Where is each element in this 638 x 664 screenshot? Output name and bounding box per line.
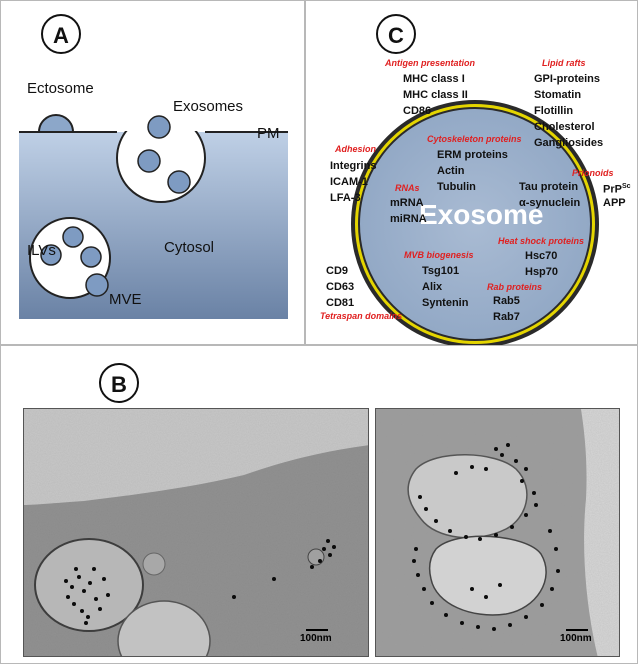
antigen-presentation-title: Antigen presentation — [385, 58, 476, 68]
ectosome-vesicle — [37, 114, 75, 133]
exosome-vesicle — [167, 170, 191, 194]
gold-particles-right — [412, 443, 560, 631]
antigen-item: MHC class I — [403, 73, 465, 85]
mvb-biogenesis-title: MVB biogenesis — [404, 250, 474, 260]
ilv-vesicle — [62, 226, 84, 248]
vesicle-em — [117, 600, 211, 656]
prionoids-item: α-synuclein — [519, 197, 581, 209]
exosome-vesicle — [147, 115, 171, 139]
panel-c-label: C — [376, 14, 416, 54]
scale-label-left: 100nm — [300, 633, 332, 644]
cytoskeleton-item: Actin — [437, 165, 465, 177]
mve-label: MVE — [109, 291, 142, 308]
antigen-item: MHC class II — [403, 89, 468, 101]
lysosome-like-vesicle-em — [407, 454, 528, 539]
lipid-item: Gangliosides — [534, 137, 604, 149]
em-micrograph-left: 100nm — [23, 408, 369, 657]
mve-vesicle-em — [34, 538, 144, 632]
scale-bar-right — [566, 629, 588, 631]
mvb-item: Alix — [422, 281, 443, 293]
multilamellar-vesicle-em — [428, 535, 547, 616]
app-label: APP — [603, 197, 626, 209]
rab-item: Rab5 — [493, 295, 520, 307]
exosomes-label: Exosomes — [173, 98, 244, 115]
panel-b-label: B — [99, 363, 139, 403]
antigen-item: CD86 — [403, 105, 432, 117]
ectosome-label: Ectosome — [27, 80, 94, 97]
adhesion-item: ICAM-1 — [330, 176, 368, 188]
pm-label: PM — [257, 125, 280, 142]
gold-particles-left — [64, 539, 336, 625]
tetraspan-item: CD81 — [326, 297, 355, 309]
cytosol-label: Cytosol — [164, 239, 215, 256]
cytoskeleton-title: Cytoskeleton proteins — [427, 134, 522, 144]
cell-diagram — [19, 111, 288, 319]
mvb-item: Tsg101 — [422, 265, 460, 277]
rnas-item: miRNA — [390, 213, 427, 225]
heat-shock-item: Hsp70 — [525, 266, 559, 278]
vesicle-em — [307, 548, 325, 566]
scale-label-right: 100nm — [560, 633, 592, 644]
lipid-rafts-title: Lipid rafts — [542, 58, 586, 68]
tetraspan-item: CD9 — [326, 265, 349, 277]
prp-base: PrP — [603, 183, 622, 196]
heat-shock-item: Hsc70 — [525, 250, 558, 262]
vesicle-em — [142, 552, 166, 576]
prp-label: PrPSc — [603, 179, 631, 198]
ilv-vesicle — [80, 246, 102, 268]
ilvs-label: ILVs — [27, 242, 56, 259]
prionoids-item: Tau protein — [519, 181, 579, 193]
panel-a-label: A — [41, 14, 81, 54]
rnas-title: RNAs — [395, 183, 420, 193]
tetraspan-item: CD63 — [326, 281, 355, 293]
adhesion-item: LFA-3 — [330, 192, 361, 204]
lipid-item: Flotillin — [534, 105, 574, 117]
rab-proteins-title: Rab proteins — [487, 282, 543, 292]
cytoskeleton-item: ERM proteins — [437, 149, 508, 161]
exosome-vesicle — [137, 149, 161, 173]
exosome-diagram — [351, 100, 599, 346]
prionoids-title: Prionoids — [572, 168, 614, 178]
ilv-vesicle — [85, 273, 109, 297]
panel-a: A Ectosome Exosomes PM ILVs Cytosol MVE — [0, 0, 305, 345]
lipid-item: Cholesterol — [534, 121, 595, 133]
adhesion-item: Integrins — [330, 160, 377, 172]
mvb-item: Syntenin — [422, 297, 469, 309]
cytoskeleton-item: Tubulin — [437, 181, 476, 193]
heat-shock-title: Heat shock proteins — [498, 236, 585, 246]
panel-c: C Exosome Antigen presentation MHC class… — [305, 0, 638, 346]
exosome-center-label: Exosome — [419, 199, 544, 230]
panel-b: B 1 — [0, 345, 638, 664]
scale-bar-left — [306, 629, 328, 631]
rnas-item: mRNA — [390, 197, 424, 209]
em-micrograph-right: 100nm — [375, 408, 620, 657]
tetraspan-title: Tetraspan domains — [320, 311, 403, 321]
exosome-lumen — [358, 107, 592, 341]
rab-item: Rab7 — [493, 311, 520, 323]
adhesion-title: Adhesion — [335, 144, 377, 154]
prp-superscript: Sc — [621, 183, 631, 190]
ilv-vesicle — [40, 244, 62, 266]
lipid-item: Stomatin — [534, 89, 582, 101]
lipid-item: GPI-proteins — [534, 73, 601, 85]
